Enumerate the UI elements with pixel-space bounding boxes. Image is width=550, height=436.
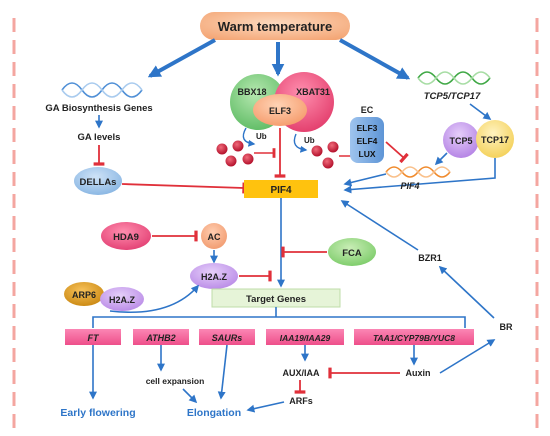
gene-taa1: TAA1/CYP79B/YUC8 (354, 329, 474, 345)
target-genes-label: Target Genes (246, 294, 306, 305)
hda9-label: HDA9 (113, 232, 139, 243)
arrow-tcp5-to-pif4-gene (434, 152, 448, 166)
tcp5-node: TCP5 (443, 122, 479, 158)
dellas-node: DELLAs (74, 167, 122, 195)
arrow-warm-to-ga (147, 38, 216, 78)
arrow-auxin-to-br (439, 339, 496, 374)
h2az-left-label: H2A.Z (109, 295, 136, 305)
early-flowering-label: Early flowering (60, 407, 135, 419)
ga-genes-label: GA Biosynthesis Genes (45, 103, 152, 114)
auxin-label: Auxin (405, 368, 430, 378)
ac-node: AC (201, 223, 227, 249)
bzr1-label: BZR1 (418, 253, 442, 263)
xbat31-label: XBAT31 (296, 87, 330, 97)
tcp17-label: TCP17 (481, 135, 509, 145)
gene-ft-label: FT (88, 333, 100, 343)
ub-left-label: Ub (256, 132, 267, 141)
ga-levels-label: GA levels (78, 132, 121, 143)
elf3-label: ELF3 (269, 106, 291, 116)
elf3-node: ELF3 (253, 94, 307, 126)
warm-temperature-node: Warm temperature (200, 12, 350, 40)
gene-saurs-label: SAURs (212, 333, 243, 343)
br-label: BR (500, 322, 513, 332)
tcp17-node: TCP17 (476, 120, 514, 158)
fca-label: FCA (342, 248, 362, 259)
pif4-node: PIF4 (244, 180, 318, 198)
inhibit-dellas-to-pif4 (121, 182, 246, 194)
ub-curl-right (293, 133, 308, 153)
h2az-center-label: H2A.Z (201, 272, 228, 282)
arp6-node: ARP6 (64, 282, 104, 306)
gene-iaa19-label: IAA19/IAA29 (280, 333, 331, 343)
arrow-bzr1-to-pif4 (340, 200, 419, 251)
arrow-pif4-gene-to-pif4 (343, 173, 387, 187)
pif4-gene-label: PIF4 (400, 181, 419, 191)
fca-node: FCA (328, 238, 376, 266)
pif4-label: PIF4 (270, 185, 292, 196)
dellas-label: DELLAs (80, 177, 117, 188)
gene-athb2: ATHB2 (133, 329, 189, 345)
arrow-tcp-genes (469, 103, 492, 120)
tcp-genes-label: TCP5/TCP17 (424, 91, 481, 102)
ec-title: EC (361, 105, 374, 115)
arrow-br-to-bzr1 (438, 265, 495, 319)
arrow-expansion-to-elongation (182, 388, 198, 404)
ac-label: AC (208, 232, 221, 242)
pif4-gene-dna-icon (385, 166, 451, 178)
cell-expansion-label: cell expansion (146, 376, 205, 386)
arrow-saurs-to-elongation (217, 344, 228, 400)
target-genes-node: Target Genes (211, 288, 341, 308)
ec-item-elf3: ELF3 (357, 123, 378, 133)
tcp5-label: TCP5 (449, 136, 472, 146)
title-label: Warm temperature (218, 19, 332, 34)
h2az-center-node: H2A.Z (190, 263, 238, 289)
ub-right-label: Ub (304, 136, 315, 145)
arrow-arfs-to-elongation (246, 401, 285, 413)
gene-iaa19: IAA19/IAA29 (266, 329, 344, 345)
gene-athb2-label: ATHB2 (145, 333, 175, 343)
gene-taa1-label: TAA1/CYP79B/YUC8 (373, 333, 455, 343)
ubiquitin-cluster-left (216, 140, 254, 167)
ub-curl-left (242, 127, 256, 147)
gene-ft: FT (65, 329, 121, 345)
ec-complex: ELF3 ELF4 LUX (350, 117, 384, 163)
elongation-label: Elongation (187, 407, 241, 419)
ec-item-lux: LUX (359, 149, 376, 159)
ga-dna-icon (61, 82, 143, 98)
hda9-node: HDA9 (101, 222, 151, 250)
arrow-arp6-to-h2az (109, 284, 200, 314)
inhibit-ec-to-pif4-gene (385, 141, 409, 164)
bbx18-label: BBX18 (237, 87, 266, 97)
tcp-dna-icon (417, 71, 491, 85)
target-bracket (92, 316, 466, 328)
h2az-left-node: H2A.Z (100, 287, 144, 311)
arrow-warm-to-tcp (339, 38, 411, 80)
aux-iaa-label: AUX/IAA (282, 368, 320, 378)
arrow-tcp17-to-pif4 (343, 158, 496, 194)
ec-item-elf4: ELF4 (357, 136, 378, 146)
arp6-label: ARP6 (72, 290, 96, 300)
gene-saurs: SAURs (199, 329, 255, 345)
ubiquitin-cluster-right (311, 141, 339, 169)
arfs-label: ARFs (289, 396, 313, 406)
